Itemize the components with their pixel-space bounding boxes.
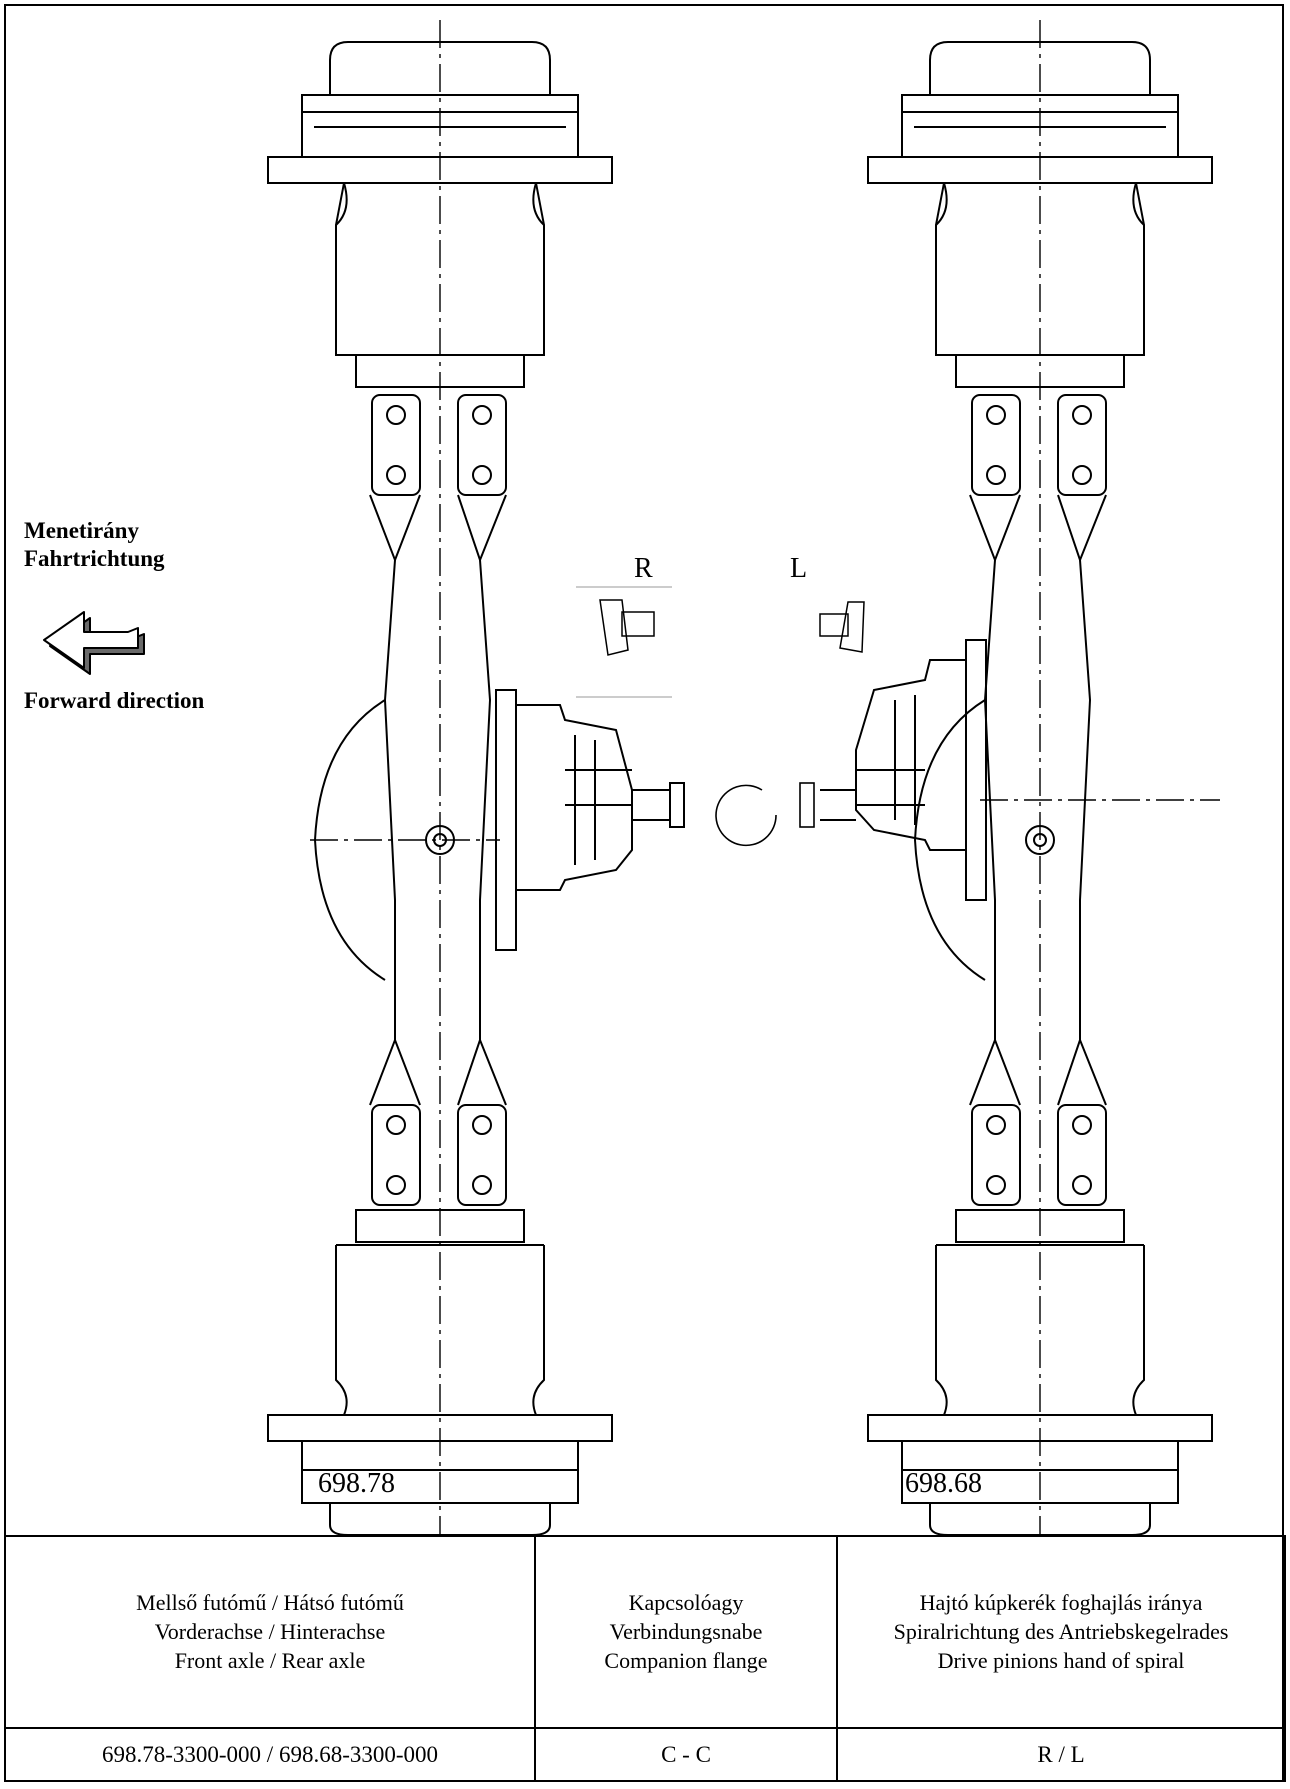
- flange-value: C - C: [534, 1726, 838, 1783]
- flange-header-en: Companion flange: [604, 1648, 768, 1674]
- direction-label-hu: Menetirány: [24, 518, 139, 543]
- axle-header-de: Vorderachse / Hinterachse: [154, 1619, 386, 1645]
- axle-drawing: [43, 19, 1220, 1535]
- spiral-header-cell: Hajtó kúpkerék foghajlás iránya Spiralri…: [836, 1535, 1286, 1729]
- direction-label-en: Forward direction: [24, 688, 205, 713]
- drawing-frame: [4, 4, 1284, 1782]
- spiral-value: R / L: [836, 1726, 1286, 1783]
- model-number-front: 698.78: [318, 1468, 395, 1499]
- table-row: 698.78-3300-000 / 698.68-3300-000 C - C …: [4, 1726, 1286, 1783]
- axle-header-cell: Mellső futómű / Hátsó futómű Vorderachse…: [4, 1535, 536, 1729]
- axle-header-en: Front axle / Rear axle: [174, 1648, 366, 1674]
- axle-header-hu: Mellső futómű / Hátsó futómű: [136, 1590, 404, 1616]
- pinion-hand-left: L: [790, 553, 808, 584]
- pinion-hand-right: R: [634, 553, 653, 584]
- axle-value: 698.78-3300-000 / 698.68-3300-000: [4, 1726, 536, 1783]
- direction-label-de: Fahrtrichtung: [24, 546, 165, 571]
- left-arrow-icon: [43, 611, 145, 675]
- model-number-rear: 698.68: [905, 1468, 982, 1499]
- spiral-header-de: Spiralrichtung des Antriebskegelrades: [893, 1619, 1229, 1645]
- flange-header-de: Verbindungsnabe: [609, 1619, 763, 1645]
- spiral-header-hu: Hajtó kúpkerék foghajlás iránya: [919, 1590, 1203, 1616]
- table-header-row: Mellső futómű / Hátsó futómű Vorderachse…: [4, 1535, 1286, 1729]
- flange-header-cell: Kapcsolóagy Verbindungsnabe Companion fl…: [534, 1535, 838, 1729]
- specification-table: Mellső futómű / Hátsó futómű Vorderachse…: [4, 1535, 1286, 1783]
- spiral-header-en: Drive pinions hand of spiral: [937, 1648, 1185, 1674]
- flange-header-hu: Kapcsolóagy: [628, 1590, 744, 1616]
